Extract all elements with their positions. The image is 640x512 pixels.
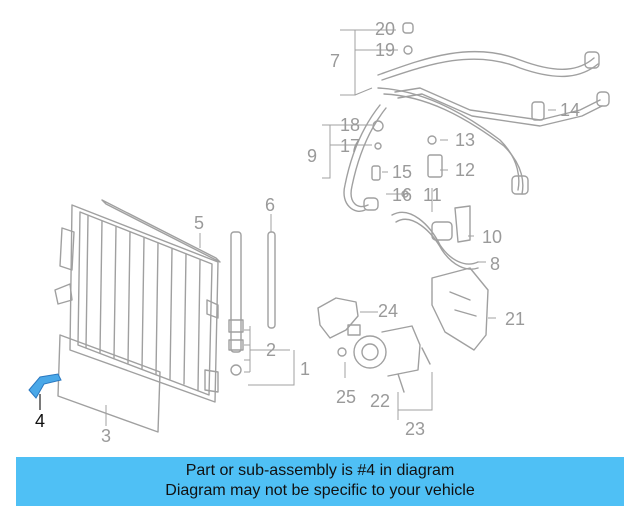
callout-18: 18 xyxy=(340,115,361,135)
callout-2: 2 xyxy=(266,340,277,360)
compressor xyxy=(337,325,431,393)
callout-25: 25 xyxy=(336,387,357,407)
callout-21: 21 xyxy=(505,309,526,329)
callout-5: 5 xyxy=(194,213,205,233)
part-2-drier xyxy=(228,231,244,376)
callout-11: 11 xyxy=(423,185,442,205)
callout-10: 10 xyxy=(482,227,503,247)
callout-17: 17 xyxy=(340,136,361,156)
callout-22: 22 xyxy=(370,391,391,411)
callout-4[interactable]: 4 xyxy=(35,411,46,431)
callout-1: 1 xyxy=(300,359,311,379)
banner-line-2: Diagram may not be specific to your vehi… xyxy=(165,482,475,499)
callout-14: 14 xyxy=(560,100,581,120)
callout-9: 9 xyxy=(307,146,318,166)
part-6-rod xyxy=(267,231,276,329)
callout-6: 6 xyxy=(265,195,276,215)
part-4-highlighted[interactable] xyxy=(28,373,62,410)
parts-diagram xyxy=(28,22,610,433)
part-24-bracket xyxy=(317,297,361,339)
callout-7: 7 xyxy=(330,51,341,71)
banner-line-1: Part or sub-assembly is #4 in diagram xyxy=(185,462,455,479)
callout-15: 15 xyxy=(392,162,413,182)
callout-3: 3 xyxy=(101,426,112,446)
callout-24: 24 xyxy=(378,301,399,321)
part-21-shield xyxy=(431,267,489,351)
part-3-pad xyxy=(57,334,161,433)
callout-20: 20 xyxy=(375,19,396,39)
fittings xyxy=(363,22,610,243)
leader-lines xyxy=(105,29,556,426)
part-5-strip xyxy=(101,199,221,263)
condenser xyxy=(54,204,219,403)
info-banner: Part or sub-assembly is #4 in diagram Di… xyxy=(16,457,624,506)
callout-19: 19 xyxy=(375,40,396,60)
callout-16: 16 xyxy=(392,185,413,205)
callout-13: 13 xyxy=(455,130,476,150)
callout-8: 8 xyxy=(490,254,501,274)
callout-23: 23 xyxy=(405,419,426,439)
callout-12: 12 xyxy=(455,160,476,180)
